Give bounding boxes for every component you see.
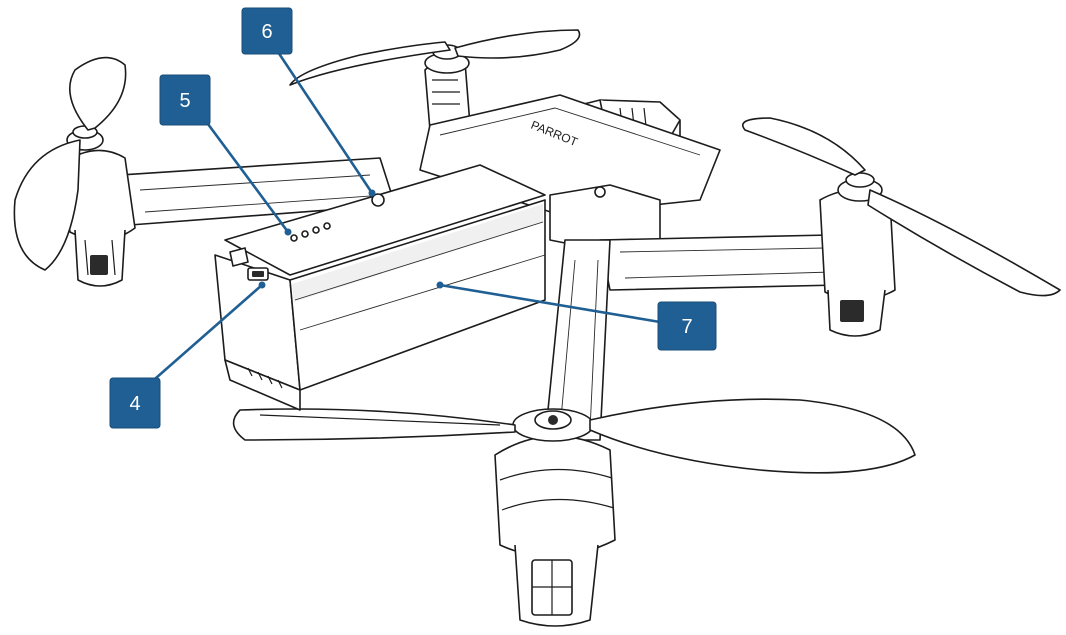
rear-right-propeller — [289, 29, 581, 86]
front-center-arm — [494, 239, 616, 627]
front-right-propeller — [742, 117, 1061, 297]
rear-left-propeller — [13, 56, 127, 271]
svg-text:6: 6 — [261, 21, 272, 43]
leader-line-6 — [276, 50, 374, 195]
callout-4: 4 — [109, 377, 161, 429]
callout-7: 7 — [657, 301, 717, 351]
rear-right-arm — [424, 44, 471, 135]
leader-line-5 — [203, 118, 290, 234]
front-center-propeller — [232, 398, 916, 474]
leader-line-7 — [438, 283, 662, 324]
svg-text:4: 4 — [129, 393, 140, 415]
leader-dot-6 — [368, 189, 376, 197]
leader-dot-7 — [436, 281, 444, 289]
leader-line-4 — [146, 283, 264, 387]
svg-text:5: 5 — [179, 90, 190, 112]
callout-5: 5 — [159, 74, 211, 126]
front-right-arm — [599, 172, 896, 337]
battery — [214, 164, 546, 411]
leader-lines — [146, 50, 662, 387]
callout-6: 6 — [241, 7, 293, 55]
leader-dot-5 — [284, 228, 292, 236]
leader-dot-4 — [258, 281, 266, 289]
svg-text:7: 7 — [681, 316, 692, 338]
